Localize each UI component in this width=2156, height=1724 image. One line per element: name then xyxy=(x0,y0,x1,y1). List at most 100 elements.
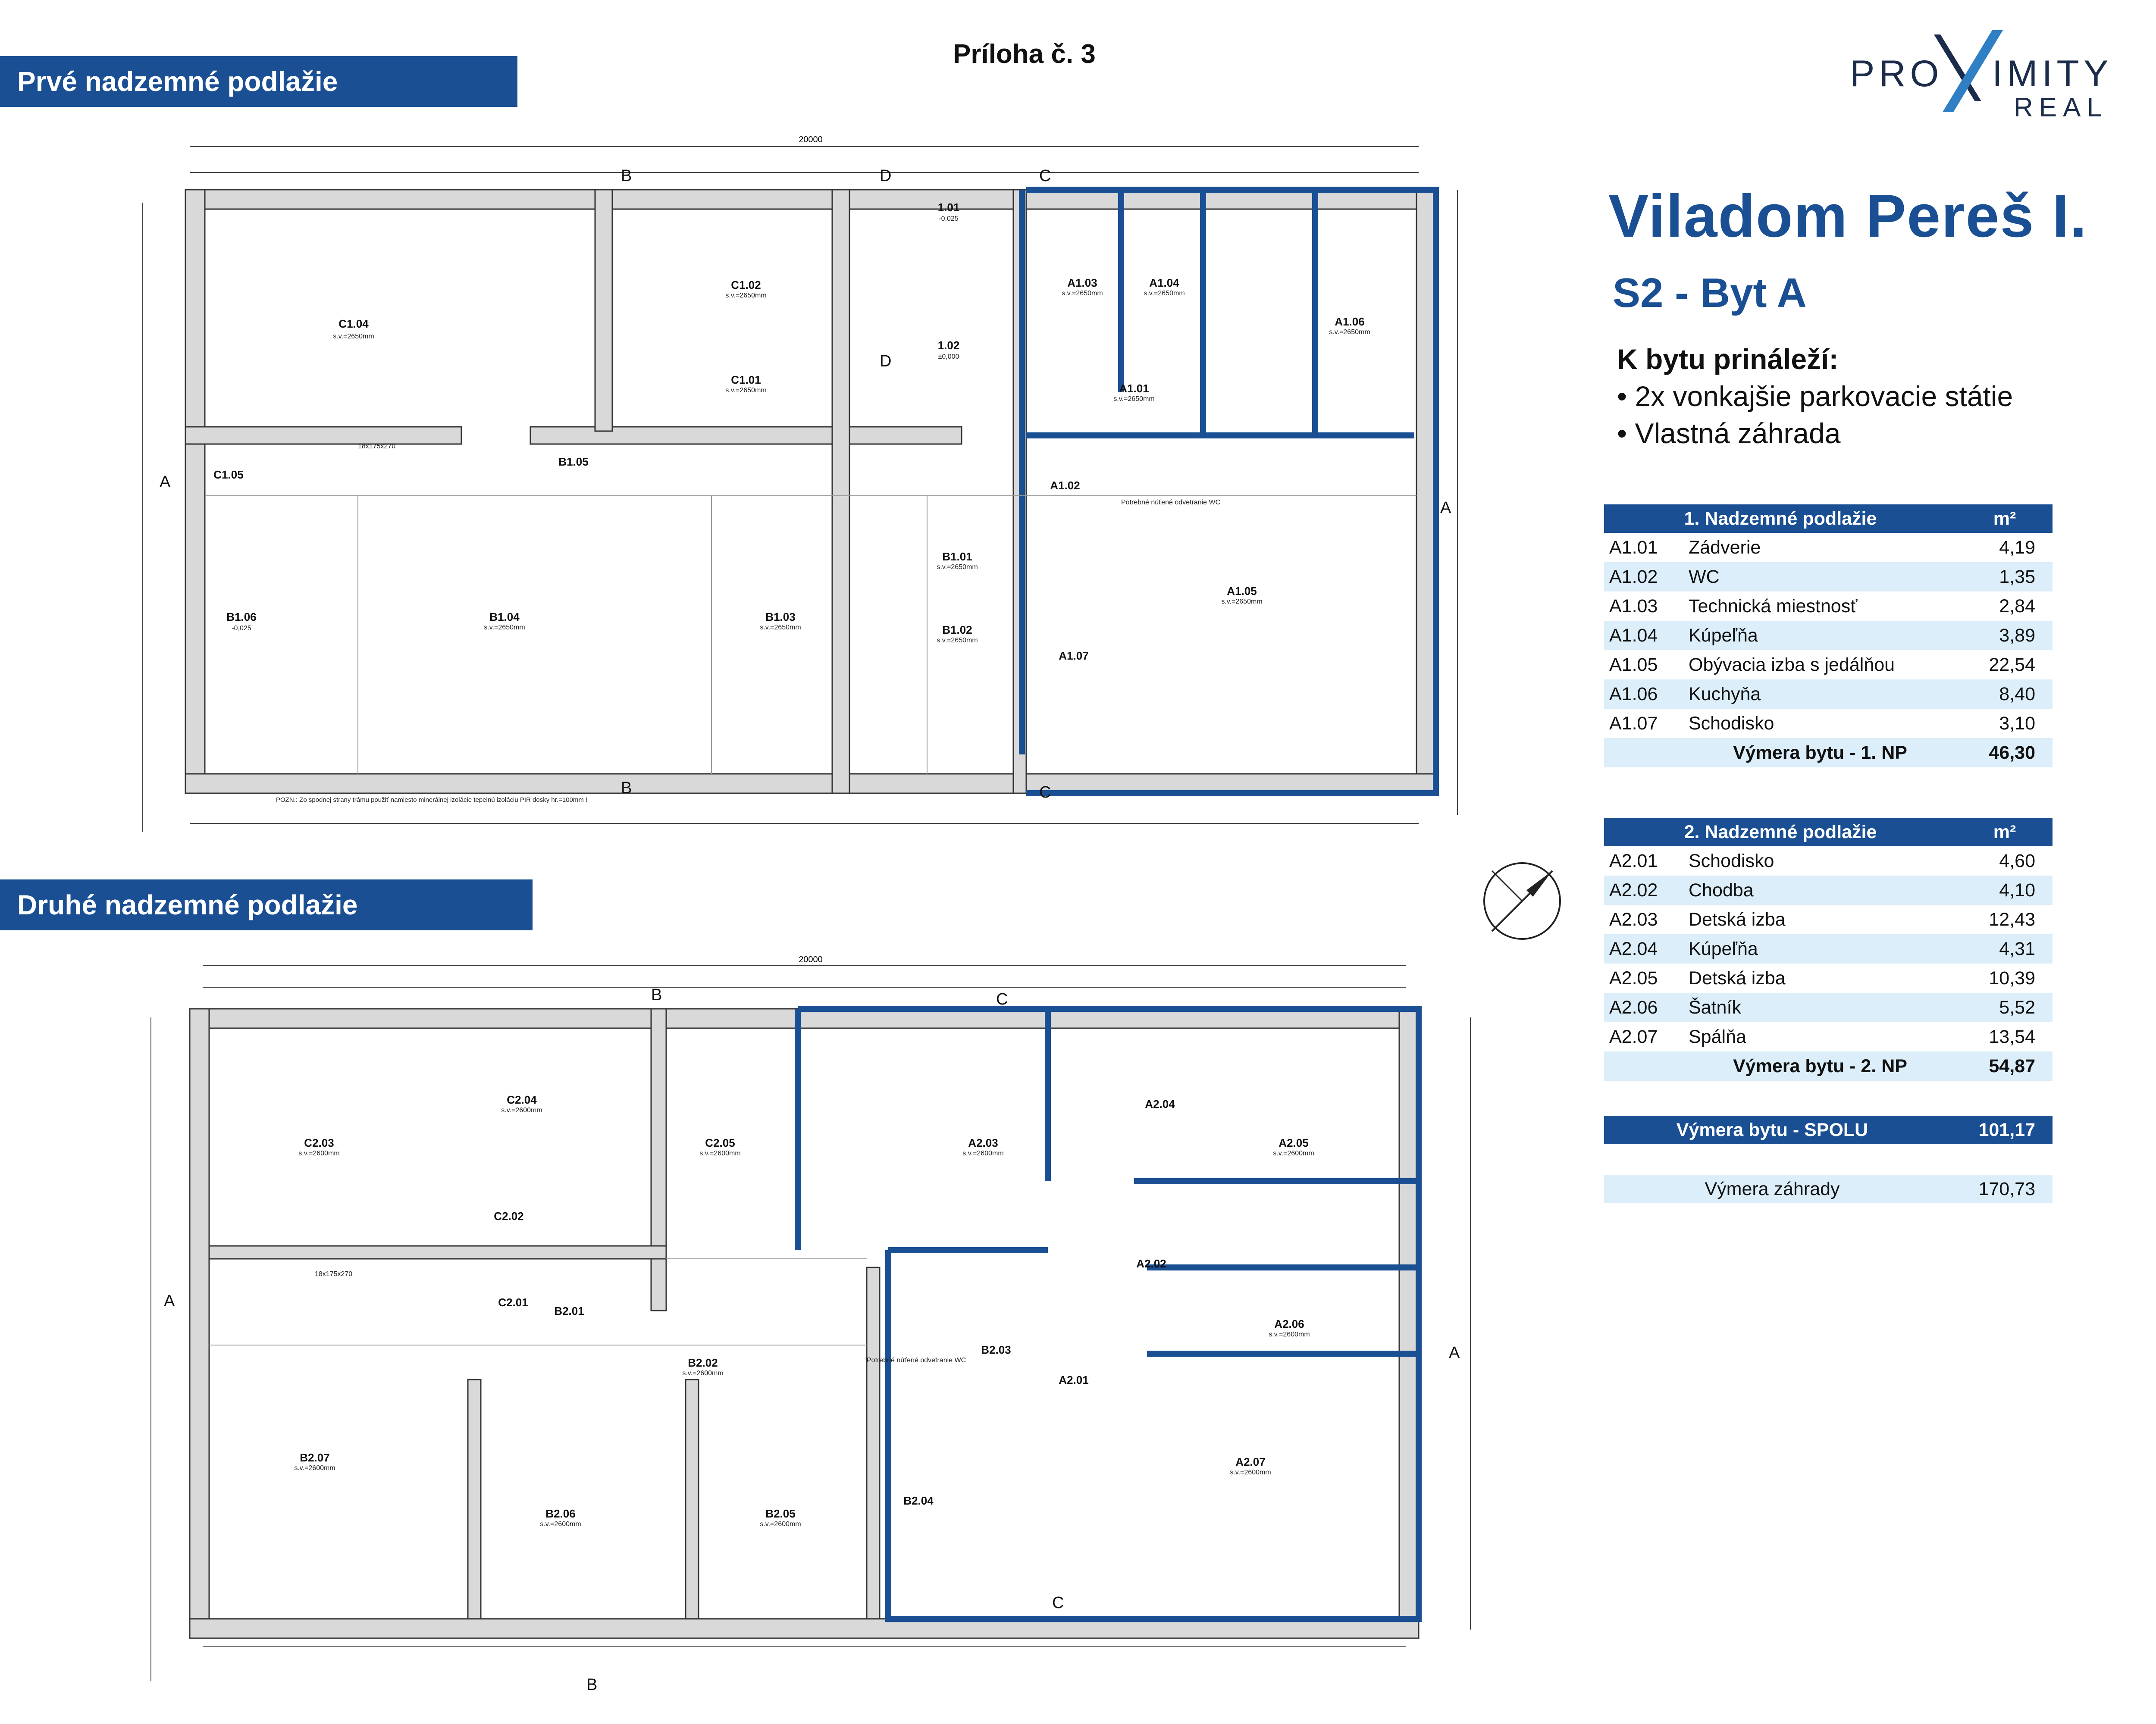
table-header: 2. Nadzemné podlažie m² xyxy=(1604,818,2053,846)
room-label: A2.02 xyxy=(1136,1257,1166,1270)
room-label: C1.04 xyxy=(338,317,369,330)
room-label: A1.03 xyxy=(1067,276,1097,289)
room-label: B2.02 xyxy=(688,1356,718,1369)
total-area-label: Výmera bytu - SPOLU xyxy=(1676,1119,1868,1140)
room-sv: ±0,000 xyxy=(938,353,959,360)
section-marker: C xyxy=(1039,167,1051,185)
room-sv: s.v.=2600mm xyxy=(298,1150,339,1157)
plan2-overall-dim: 20000 xyxy=(799,955,823,964)
logo-word-a: PRO xyxy=(1850,53,1943,94)
section-marker: A xyxy=(1440,499,1451,517)
belongs-block: K bytu prináleží: • 2x vonkajšie parkova… xyxy=(1617,341,2013,452)
floor2-banner: Druhé nadzemné podlažie xyxy=(0,879,533,930)
section-marker: C xyxy=(996,990,1008,1008)
room-label: A2.05 xyxy=(1279,1136,1308,1149)
room-name: Chodba xyxy=(1683,876,1957,905)
room-sv: s.v.=2650mm xyxy=(725,292,766,299)
room-sv: s.v.=2650mm xyxy=(1113,395,1154,403)
section-marker: D xyxy=(880,167,891,185)
room-name: Kuchyňa xyxy=(1683,679,1957,709)
room-code: A2.05 xyxy=(1609,967,1658,989)
room-label: A1.05 xyxy=(1227,585,1257,598)
room-code: A1.04 xyxy=(1604,621,1683,650)
room-area: 1,35 xyxy=(1957,562,2053,591)
table-header-label: 2. Nadzemné podlažie xyxy=(1604,818,1957,846)
room-label: C2.04 xyxy=(507,1093,537,1106)
section-marker: C xyxy=(1039,783,1051,801)
room-sv: s.v.=2600mm xyxy=(501,1107,542,1114)
room-sv: s.v.=2600mm xyxy=(1273,1150,1314,1157)
room-name: Detská izba xyxy=(1689,909,1786,930)
section-marker: A xyxy=(1449,1344,1460,1362)
floor-plan-1-drawing: 20000 C1.04 C1.02 C1.01 1.01 1.02 A1.03 … xyxy=(142,135,1458,832)
room-code: A1.01 xyxy=(1609,537,1658,558)
table-header: 1. Nadzemné podlažie m² xyxy=(1604,504,2053,533)
room-label: A1.02 xyxy=(1050,479,1080,492)
table-header-unit: m² xyxy=(1957,504,2053,533)
room-name: Technická miestnosť xyxy=(1689,595,1858,616)
room-name: WC xyxy=(1683,562,1957,591)
room-sv: s.v.=2650mm xyxy=(1062,290,1103,297)
room-sv: s.v.=2600mm xyxy=(699,1150,740,1157)
room-name: Schodisko xyxy=(1689,713,1774,734)
room-code: A2.04 xyxy=(1604,934,1683,964)
stair-label: 18x175x270 xyxy=(315,1270,352,1278)
room-area: 3,89 xyxy=(1957,621,2053,650)
room-label: B2.01 xyxy=(554,1305,584,1317)
room-area: 4,60 xyxy=(1999,850,2035,871)
total-area-value: 101,17 xyxy=(1978,1119,2035,1140)
floor1-banner: Prvé nadzemné podlažie xyxy=(0,56,517,107)
room-code: A1.05 xyxy=(1609,654,1658,675)
room-label: C2.05 xyxy=(705,1136,735,1149)
room-sv: s.v.=2600mm xyxy=(682,1370,723,1377)
wc-note: Potrebné núťené odvetranie WC xyxy=(867,1357,966,1364)
room-area: 5,52 xyxy=(1957,993,2053,1022)
total-label: Výmera bytu - 2. NP xyxy=(1683,1051,1957,1081)
room-code: A1.02 xyxy=(1604,562,1683,591)
plan1-overall-dim: 20000 xyxy=(799,135,823,144)
room-label: B1.01 xyxy=(942,550,972,563)
total-area-bar: Výmera bytu - SPOLU 101,17 xyxy=(1604,1116,2053,1144)
room-label: A2.03 xyxy=(968,1136,998,1149)
room-area: 4,19 xyxy=(1999,537,2035,558)
room-area: 8,40 xyxy=(1957,679,2053,709)
room-name: Zádverie xyxy=(1689,537,1761,558)
table-header-unit: m² xyxy=(1957,818,2053,846)
room-label: B2.04 xyxy=(903,1494,934,1507)
room-area: 12,43 xyxy=(1989,909,2035,930)
room-name: Spálňa xyxy=(1689,1026,1746,1047)
room-label: A1.04 xyxy=(1149,276,1179,289)
room-label: C1.02 xyxy=(731,278,761,291)
total-value: 46,30 xyxy=(1957,738,2053,767)
room-sv: s.v.=2600mm xyxy=(760,1521,801,1528)
room-name: Obývacia izba s jedálňou xyxy=(1689,654,1895,675)
attachment-label: Príloha č. 3 xyxy=(953,39,1096,69)
room-sv: -0,025 xyxy=(939,215,958,222)
room-area: 2,84 xyxy=(1999,595,2035,616)
beam-note: POZN.: Zo spodnej strany trámu použiť na… xyxy=(276,796,587,804)
room-label: C1.01 xyxy=(731,373,761,386)
room-sv: s.v.=2650mm xyxy=(484,624,525,631)
total-label: Výmera bytu - 1. NP xyxy=(1683,738,1957,767)
room-sv: s.v.=2600mm xyxy=(294,1464,335,1472)
belongs-heading: K bytu prináleží: xyxy=(1617,343,1839,375)
room-area: 10,39 xyxy=(1989,967,2035,989)
wc-note: Potrebné núťené odvetranie WC xyxy=(1121,499,1220,506)
table-header-label: 1. Nadzemné podlažie xyxy=(1604,504,1957,533)
room-name: Schodisko xyxy=(1689,850,1774,871)
section-marker: D xyxy=(880,352,891,370)
room-sv: s.v.=2650mm xyxy=(1221,598,1262,605)
room-label: B1.03 xyxy=(765,610,795,623)
room-sv: s.v.=2650mm xyxy=(1144,290,1185,297)
room-code: A1.06 xyxy=(1604,679,1683,709)
